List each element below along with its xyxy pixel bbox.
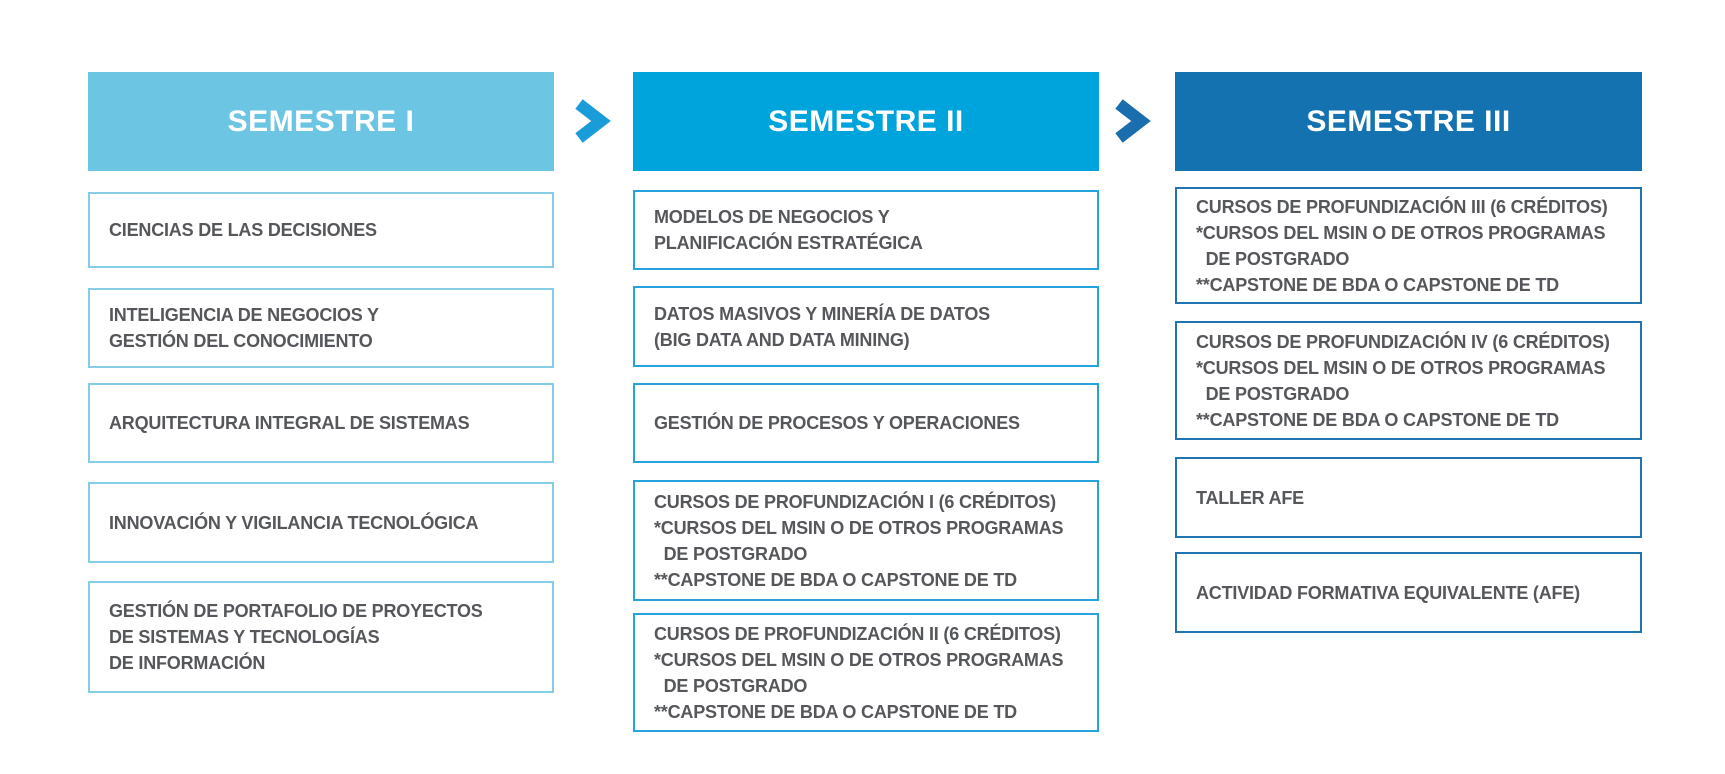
course-label: GESTIÓN DE PROCESOS Y OPERACIONES	[654, 413, 1020, 433]
course-box: ARQUITECTURA INTEGRAL DE SISTEMAS	[88, 383, 554, 463]
course-box: CURSOS DE PROFUNDIZACIÓN II (6 CRÉDITOS)…	[633, 613, 1099, 732]
course-box: TALLER AFE	[1175, 457, 1642, 538]
course-label: TALLER AFE	[1196, 487, 1304, 508]
course-label: DATOS MASIVOS Y MINERÍA DE DATOS (BIG DA…	[654, 303, 990, 350]
course-label: INTELIGENCIA DE NEGOCIOS Y GESTIÓN DEL C…	[109, 305, 379, 351]
course-label: ACTIVIDAD FORMATIVA EQUIVALENTE (AFE)	[1196, 582, 1580, 603]
course-label: ARQUITECTURA INTEGRAL DE SISTEMAS	[109, 413, 470, 433]
course-box: CURSOS DE PROFUNDIZACIÓN I (6 CRÉDITOS) …	[633, 480, 1099, 601]
course-box: ACTIVIDAD FORMATIVA EQUIVALENTE (AFE)	[1175, 552, 1642, 633]
course-label: CIENCIAS DE LAS DECISIONES	[109, 220, 377, 240]
course-box: INNOVACIÓN Y VIGILANCIA TECNOLÓGICA	[88, 482, 554, 563]
course-label: INNOVACIÓN Y VIGILANCIA TECNOLÓGICA	[109, 512, 479, 533]
course-box: CURSOS DE PROFUNDIZACIÓN IV (6 CRÉDITOS)…	[1175, 321, 1642, 440]
course-box: DATOS MASIVOS Y MINERÍA DE DATOS (BIG DA…	[633, 286, 1099, 367]
chevron-right-stroke	[1115, 99, 1151, 143]
course-label: MODELOS DE NEGOCIOS Y PLANIFICACIÓN ESTR…	[654, 207, 923, 253]
semester-2-header: SEMESTRE II	[633, 72, 1099, 171]
semester-column-3: SEMESTRE III CURSOS DE PROFUNDIZACIÓN II…	[1175, 0, 1642, 774]
course-box: CURSOS DE PROFUNDIZACIÓN III (6 CRÉDITOS…	[1175, 187, 1642, 304]
course-label: CURSOS DE PROFUNDIZACIÓN III (6 CRÉDITOS…	[1196, 196, 1608, 295]
course-label: CURSOS DE PROFUNDIZACIÓN IV (6 CRÉDITOS)…	[1196, 331, 1610, 430]
chevron-right-icon	[572, 99, 612, 143]
course-label: CURSOS DE PROFUNDIZACIÓN II (6 CRÉDITOS)…	[654, 623, 1064, 722]
course-box: GESTIÓN DE PORTAFOLIO DE PROYECTOS DE SI…	[88, 581, 554, 693]
course-box: MODELOS DE NEGOCIOS Y PLANIFICACIÓN ESTR…	[633, 190, 1099, 270]
course-label: GESTIÓN DE PORTAFOLIO DE PROYECTOS DE SI…	[109, 601, 483, 673]
course-label: CURSOS DE PROFUNDIZACIÓN I (6 CRÉDITOS) …	[654, 491, 1064, 590]
course-box: GESTIÓN DE PROCESOS Y OPERACIONES	[633, 383, 1099, 463]
course-box: CIENCIAS DE LAS DECISIONES	[88, 192, 554, 268]
course-box: INTELIGENCIA DE NEGOCIOS Y GESTIÓN DEL C…	[88, 288, 554, 368]
semester-column-2: SEMESTRE II MODELOS DE NEGOCIOS Y PLANIF…	[633, 0, 1099, 774]
chevron-right-stroke	[575, 99, 611, 143]
semester-2-title: SEMESTRE II	[768, 104, 964, 138]
semester-1-title: SEMESTRE I	[227, 104, 415, 138]
semester-1-header: SEMESTRE I	[88, 72, 554, 171]
semester-3-title: SEMESTRE III	[1306, 104, 1511, 138]
semester-column-1: SEMESTRE I CIENCIAS DE LAS DECISIONES IN…	[88, 0, 554, 774]
chevron-right-icon	[1112, 99, 1152, 143]
semester-3-header: SEMESTRE III	[1175, 72, 1642, 171]
